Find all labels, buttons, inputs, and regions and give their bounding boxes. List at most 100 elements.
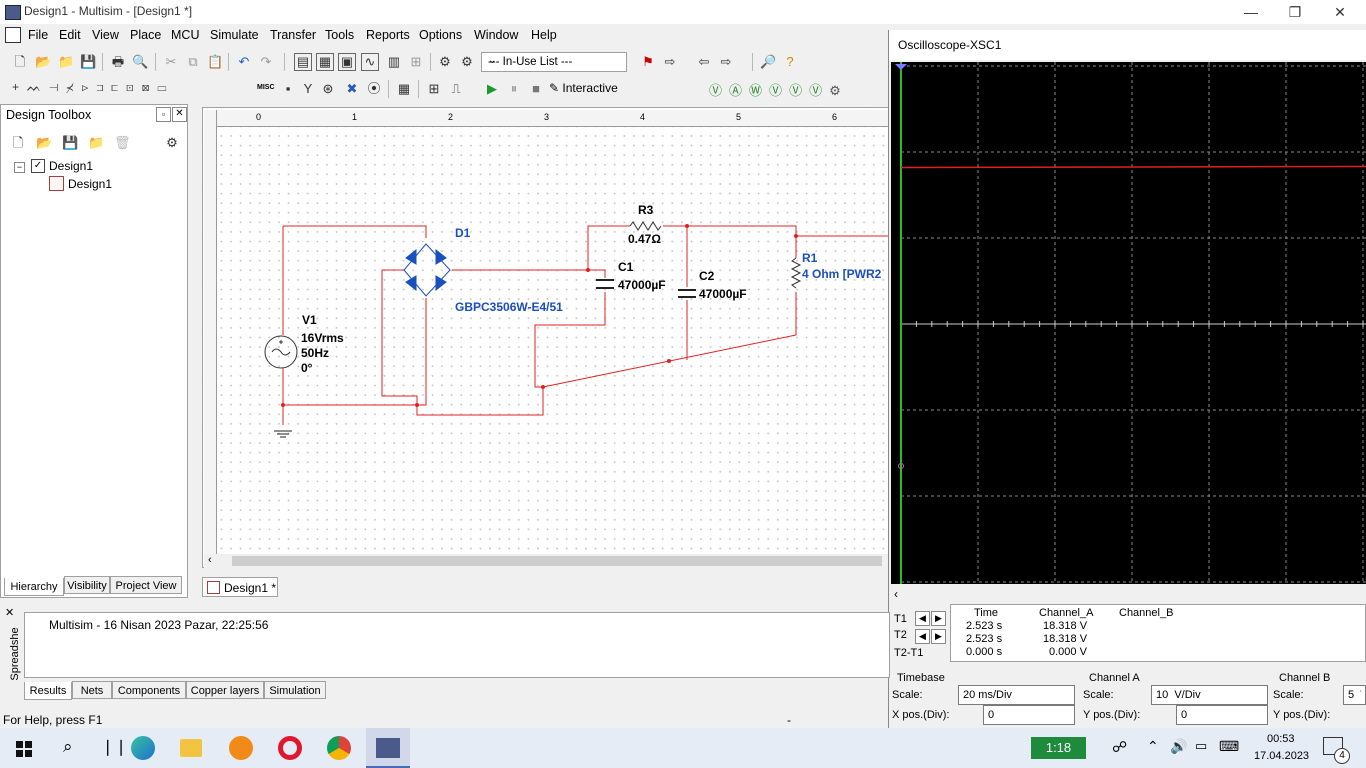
task-view-icon[interactable]: ❘❘ — [101, 739, 128, 756]
place-rf-icon[interactable]: Y — [303, 81, 313, 96]
place-diode-icon[interactable]: ⊣ — [49, 80, 67, 94]
menu-place[interactable]: Place — [130, 28, 162, 42]
t1-left-arrow-icon[interactable]: ◀ — [915, 611, 930, 626]
open-folder-icon[interactable]: 📂 — [35, 54, 52, 69]
tree-item-design-root[interactable]: Design1 — [49, 159, 94, 173]
tab-project-view[interactable]: Project View — [110, 576, 182, 594]
clock-time[interactable]: 00:53 — [1267, 733, 1295, 745]
toggle-toolbox-icon[interactable]: ▤ — [294, 53, 312, 71]
stop-icon[interactable]: ■ — [532, 81, 540, 96]
t2-left-arrow-icon[interactable]: ◀ — [915, 629, 930, 644]
save-design-icon[interactable]: 💾 — [62, 135, 79, 150]
chevron-up-icon[interactable]: ⌃ — [1147, 738, 1159, 754]
open-design-icon[interactable]: 📂 — [36, 135, 53, 150]
volume-icon[interactable]: 🔊 — [1170, 738, 1188, 754]
differential-probe-icon[interactable]: Ⓥ — [769, 83, 790, 98]
menu-file[interactable]: File — [28, 28, 49, 42]
menu-tools[interactable]: Tools — [325, 28, 355, 42]
print-icon[interactable]: 🖶 — [111, 54, 125, 69]
t2-right-arrow-icon[interactable]: ▶ — [931, 629, 946, 644]
c1-label[interactable]: C1 — [618, 260, 634, 274]
windows-start-icon[interactable] — [16, 741, 32, 757]
edge-browser-icon[interactable] — [131, 736, 155, 760]
tab-nets[interactable]: Nets — [72, 681, 112, 699]
place-cmos-icon[interactable]: ⊏ — [111, 80, 127, 94]
tab-copper-layers[interactable]: Copper layers — [186, 681, 264, 699]
chrome-browser-icon[interactable] — [327, 736, 351, 760]
new-folder-icon[interactable]: 📁 — [88, 135, 105, 150]
spreadsheet-close-button[interactable]: ✕ — [5, 607, 15, 619]
timer-badge[interactable]: 1:18 — [1031, 737, 1086, 759]
tab-simulation[interactable]: Simulation — [264, 681, 326, 699]
sim-database-icon[interactable]: ▣ — [338, 53, 356, 71]
place-advanced-peripherals-icon[interactable]: ▪ — [285, 81, 291, 96]
digital-probe-icon[interactable]: Ⓥ — [809, 83, 830, 98]
timebase-scale-field[interactable] — [958, 685, 1075, 705]
v1-label[interactable]: V1 — [302, 313, 317, 327]
r1-label[interactable]: R1 — [802, 251, 818, 265]
checkbox-icon[interactable]: ✓ — [31, 159, 45, 173]
menu-mcu[interactable]: MCU — [171, 28, 200, 42]
place-analog-icon[interactable]: ⊳ — [81, 80, 97, 94]
pause-icon[interactable]: ⏸ — [510, 81, 518, 96]
paste-icon[interactable]: 📋 — [207, 54, 224, 69]
help-icon[interactable]: ? — [786, 54, 794, 69]
menu-window[interactable]: Window — [474, 28, 519, 42]
cut-icon[interactable]: ✂ — [165, 54, 177, 69]
design-tab[interactable]: Design1 * — [202, 577, 278, 597]
channel-a-scale-field[interactable] — [1151, 685, 1268, 705]
project-view-icon[interactable]: ⚙ — [166, 135, 178, 150]
place-mcu-icon[interactable]: ▦ — [397, 81, 411, 96]
current-probe-icon[interactable]: Ⓐ — [729, 83, 750, 98]
print-preview-icon[interactable]: 🔍 — [132, 54, 149, 69]
in-use-list-dropdown[interactable]: --- In-Use List --- ⌄ — [481, 52, 627, 72]
voltage-probe-icon[interactable]: Ⓥ — [709, 83, 730, 98]
place-misc-digital-icon[interactable]: ⊡ — [126, 80, 142, 94]
run-icon[interactable]: ▶ — [487, 81, 497, 96]
channel-b-scale-field[interactable] — [1343, 685, 1366, 705]
close-panel-button[interactable]: ✕ — [172, 107, 187, 122]
tree-expander[interactable]: − — [14, 162, 25, 173]
minimize-button[interactable]: — — [1244, 4, 1258, 20]
spreadsheet-view-icon[interactable]: ▦ — [316, 53, 334, 71]
place-basic-icon[interactable]: ᨓ — [27, 80, 50, 94]
place-indicator-icon[interactable]: ▭ — [157, 80, 175, 94]
misc-label[interactable]: MISC — [257, 84, 275, 91]
schematic-canvas[interactable] — [202, 107, 892, 568]
interactive-button[interactable]: ✎ Interactive — [549, 81, 629, 97]
t1-right-arrow-icon[interactable]: ▶ — [931, 611, 946, 626]
menu-edit[interactable]: Edit — [59, 28, 81, 42]
menu-transfer[interactable]: Transfer — [270, 28, 317, 42]
undo-icon[interactable]: ↶ — [238, 54, 250, 69]
place-hierarchical-icon[interactable]: ⊞ — [428, 81, 440, 96]
open-sample-icon[interactable]: 📁 — [58, 54, 75, 69]
menu-view[interactable]: View — [92, 28, 119, 42]
people-icon[interactable]: ☍ — [1112, 739, 1128, 756]
menu-reports[interactable]: Reports — [366, 28, 410, 42]
menu-options[interactable]: Options — [419, 28, 463, 42]
close-button[interactable]: ✕ — [1334, 4, 1346, 20]
component-wizard-icon[interactable]: ⊞ — [410, 54, 422, 69]
multisim-taskbar-icon[interactable] — [366, 728, 410, 768]
notification-icon[interactable] — [1323, 737, 1343, 755]
restore-button[interactable]: ❐ — [1288, 4, 1302, 20]
new-design-icon[interactable]: 🗋 — [12, 135, 24, 150]
avast-icon[interactable] — [229, 736, 253, 760]
new-file-icon[interactable]: 🗋 — [14, 54, 26, 69]
probe-settings-icon[interactable]: ⚙ — [829, 83, 848, 98]
clock-date[interactable]: 17.04.2023 — [1254, 750, 1310, 762]
place-mixed-icon[interactable]: ⊠ — [141, 80, 158, 94]
place-transistor-icon[interactable]: ⊀ — [66, 80, 82, 94]
save-icon[interactable]: 💾 — [80, 54, 97, 69]
tree-item-design-sheet[interactable]: Design1 — [68, 177, 113, 191]
power-probe-icon[interactable]: Ⓦ — [749, 83, 770, 98]
forward-annotate-icon[interactable]: ⇨ — [720, 54, 732, 69]
file-explorer-icon[interactable] — [180, 739, 202, 757]
channel-a-ypos-field[interactable] — [1176, 705, 1268, 725]
place-connector-icon[interactable]: ⦿ — [367, 81, 381, 96]
place-ttl-icon[interactable]: ⊐ — [96, 80, 112, 94]
grapher-icon[interactable]: ∿ — [361, 53, 379, 71]
redo-icon[interactable]: ↷ — [260, 54, 272, 69]
scope-scroll-left-icon[interactable]: ‹ — [894, 587, 898, 601]
canvas-horizontal-scrollbar[interactable]: ‹ — [204, 554, 888, 568]
